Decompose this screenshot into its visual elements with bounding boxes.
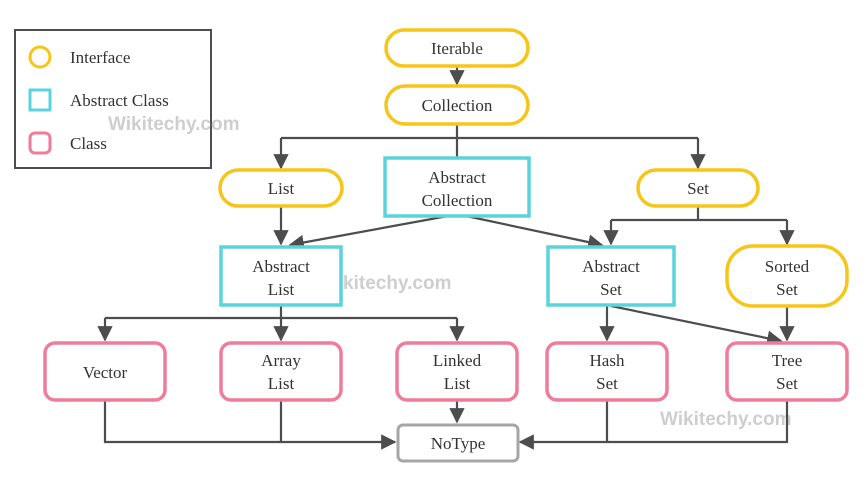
set-branch xyxy=(611,206,787,222)
collection-branch xyxy=(281,124,698,140)
connectors xyxy=(97,66,795,450)
node-label: Iterable xyxy=(431,39,483,58)
node-label: List xyxy=(268,374,295,393)
watermark: Wikitechy.com xyxy=(108,114,239,135)
arrow-abstract-set-tree-set xyxy=(610,304,783,346)
node-label: Hash xyxy=(590,351,625,370)
legend-interface-label: Interface xyxy=(70,48,130,67)
node-label: Set xyxy=(600,280,622,299)
arrow-abstract-collection-abstract-set xyxy=(465,214,604,250)
node-collection: Collection xyxy=(384,84,530,126)
node-list: List xyxy=(218,168,344,208)
legend: Interface Abstract Class Class xyxy=(14,29,212,169)
node-notype: NoType xyxy=(396,423,520,463)
legend-class-label: Class xyxy=(70,134,107,153)
class-legend-icon xyxy=(28,131,52,155)
node-label: Abstract xyxy=(582,257,640,276)
watermark: Wikitechy.com xyxy=(320,273,451,294)
node-label: List xyxy=(268,179,295,198)
node-label: Abstract xyxy=(252,257,310,276)
node-abstract-collection: Abstract Collection xyxy=(383,156,531,218)
node-label: Sorted xyxy=(765,257,810,276)
node-label: Set xyxy=(776,374,798,393)
node-linked-list: Linked List xyxy=(395,341,519,402)
nodes: Iterable Collection List Abstract Collec… xyxy=(43,28,849,463)
node-label: NoType xyxy=(431,434,486,453)
node-abstract-list: Abstract List xyxy=(219,245,343,307)
line-hash-tree-set-to-notype xyxy=(530,400,789,444)
node-sorted-set: Sorted Set xyxy=(725,244,849,308)
interface-legend-icon xyxy=(28,45,52,69)
node-vector: Vector xyxy=(43,341,167,402)
node-tree-set: Tree Set xyxy=(725,341,849,402)
node-set: Set xyxy=(636,168,760,208)
arrow-abstract-collection-abstract-list xyxy=(288,214,449,251)
node-array-list: Array List xyxy=(219,341,343,402)
node-label: Tree xyxy=(772,351,803,370)
node-label: Collection xyxy=(422,191,493,210)
node-label: Abstract xyxy=(428,168,486,187)
line-vector-array-list-to-notype xyxy=(103,400,390,444)
node-label: List xyxy=(268,280,295,299)
node-hash-set: Hash Set xyxy=(545,341,669,402)
node-label: Vector xyxy=(83,363,128,382)
node-label: Linked xyxy=(433,351,482,370)
node-label: List xyxy=(444,374,471,393)
abstract-list-branch xyxy=(105,306,457,320)
node-label: Collection xyxy=(422,96,493,115)
node-label: Set xyxy=(596,374,618,393)
node-label: Array xyxy=(261,351,301,370)
node-iterable: Iterable xyxy=(384,28,530,68)
abstract-class-legend-icon xyxy=(28,88,52,112)
node-label: Set xyxy=(776,280,798,299)
watermark: Wikitechy.com xyxy=(660,409,791,430)
node-abstract-set: Abstract Set xyxy=(546,245,676,307)
legend-abstract-label: Abstract Class xyxy=(70,91,169,110)
node-label: Set xyxy=(687,179,709,198)
